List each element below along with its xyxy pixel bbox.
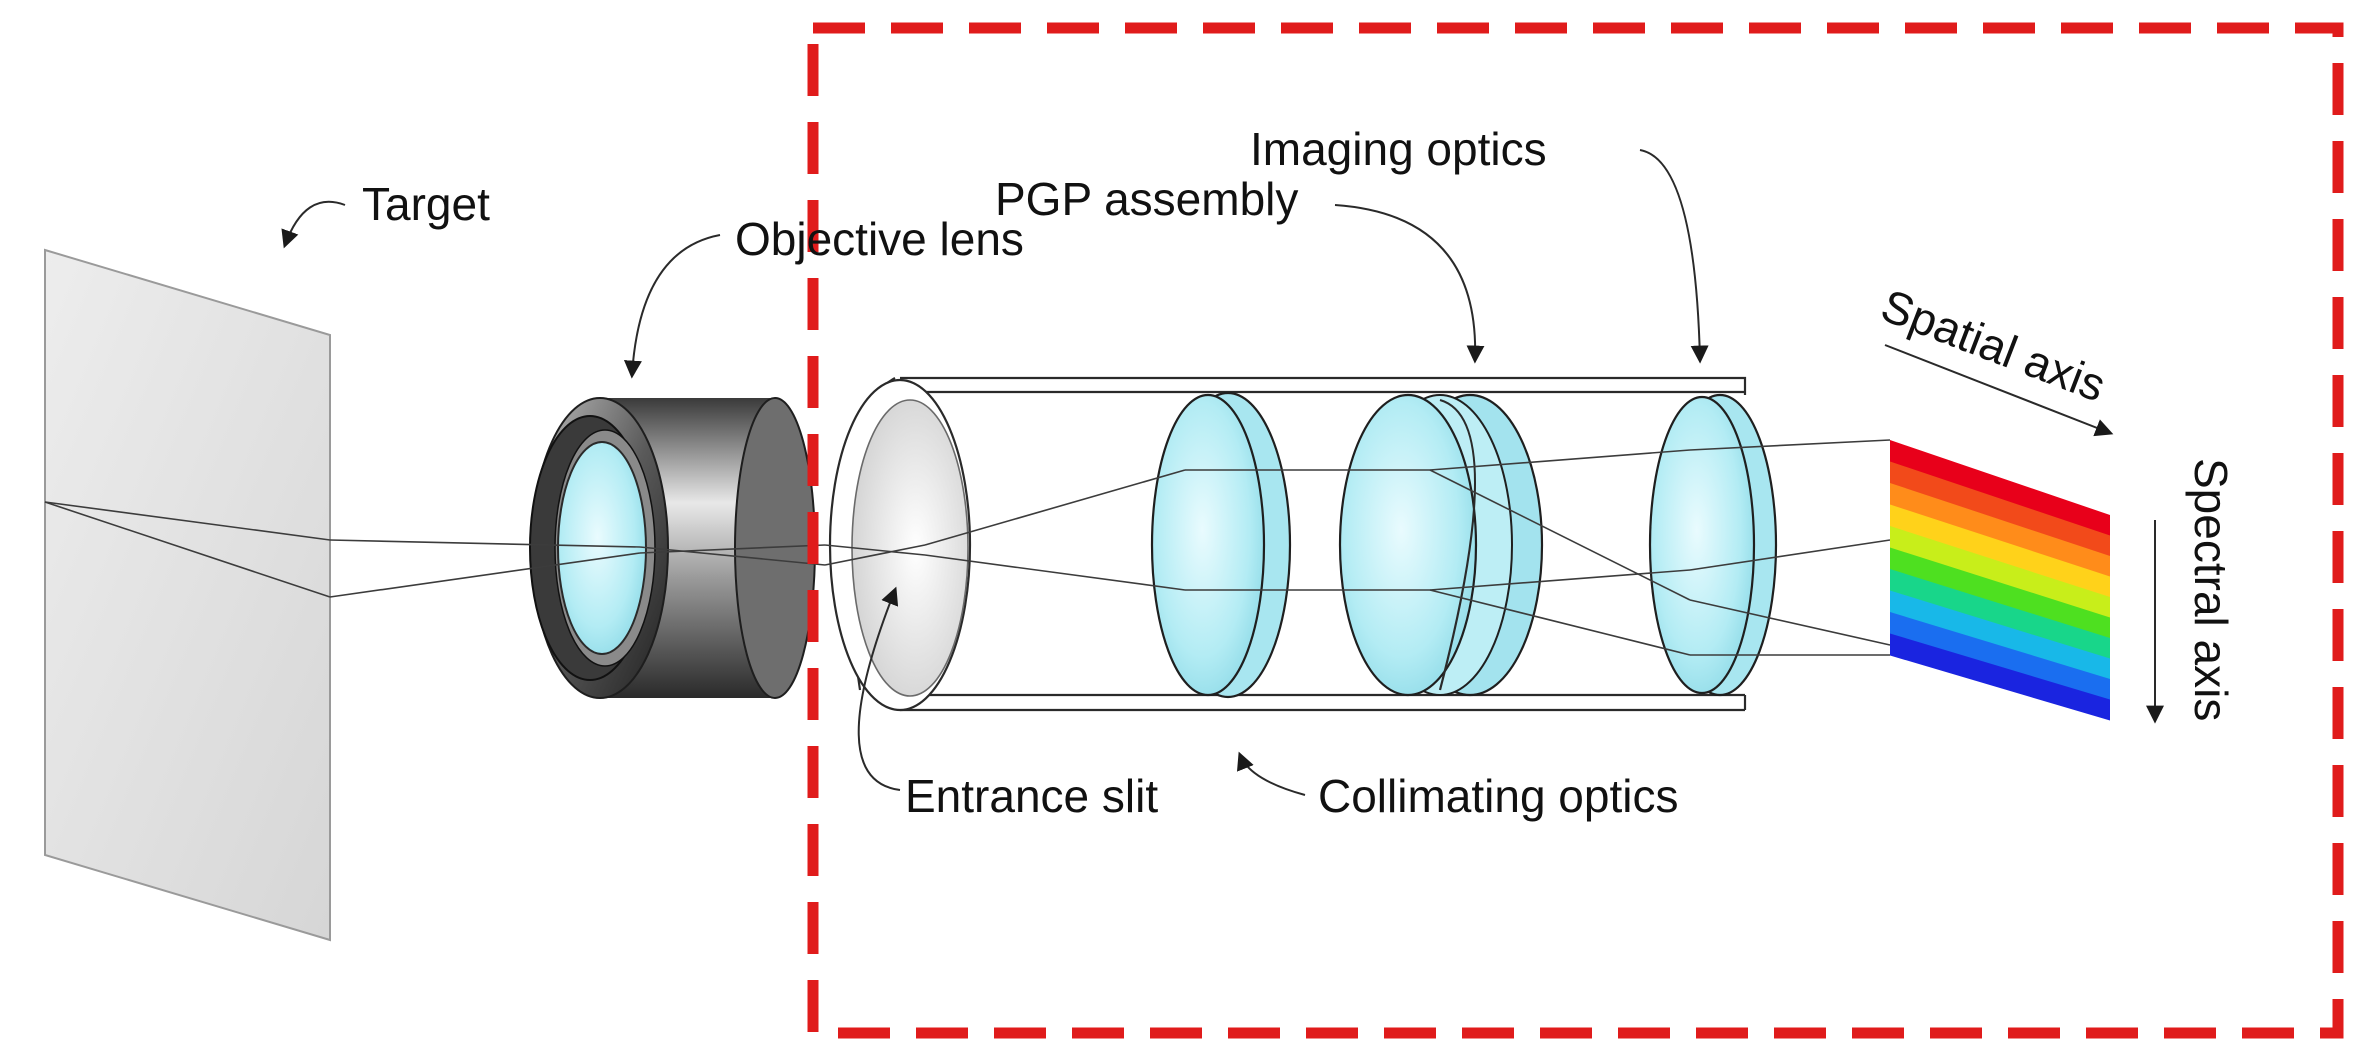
target-light-rays	[44, 501, 826, 598]
label-collimating-optics: Collimating optics	[1318, 770, 1678, 822]
spectrometer-tube	[845, 376, 1747, 712]
pgp-assembly	[1338, 393, 1544, 697]
objective-lens	[529, 397, 816, 699]
label-entrance-slit: Entrance slit	[905, 770, 1158, 822]
target-plane	[44, 248, 331, 942]
internal-light-rays	[824, 439, 1891, 656]
collimating-lens	[1150, 391, 1292, 699]
label-imaging-optics: Imaging optics	[1250, 123, 1547, 175]
label-spatial-axis: Spatial axis	[1874, 279, 2112, 412]
label-pgp-assembly: PGP assembly	[995, 173, 1298, 225]
spectrum-band	[1890, 483, 2110, 577]
label-spectral-axis: Spectral axis	[2185, 458, 2237, 721]
entrance-slit	[828, 378, 972, 712]
spectrometer-bounding-frame	[807, 22, 2344, 1039]
spectrum-band	[1890, 504, 2110, 598]
leader-arrows	[281, 149, 2164, 796]
spectrum-band	[1890, 590, 2110, 680]
label-objective-lens: Objective lens	[735, 213, 1024, 265]
spectrum-band	[1890, 526, 2110, 618]
spectrum-band	[1890, 633, 2110, 721]
spectrum-band	[1890, 612, 2110, 700]
label-target: Target	[362, 178, 490, 230]
imaging-lens	[1648, 393, 1778, 697]
spectrum-band	[1890, 461, 2110, 557]
spectrum-band	[1890, 440, 2110, 536]
spectrum-detector	[1890, 440, 2110, 721]
spectrum-band	[1890, 569, 2110, 659]
spectrum-band	[1890, 547, 2110, 639]
